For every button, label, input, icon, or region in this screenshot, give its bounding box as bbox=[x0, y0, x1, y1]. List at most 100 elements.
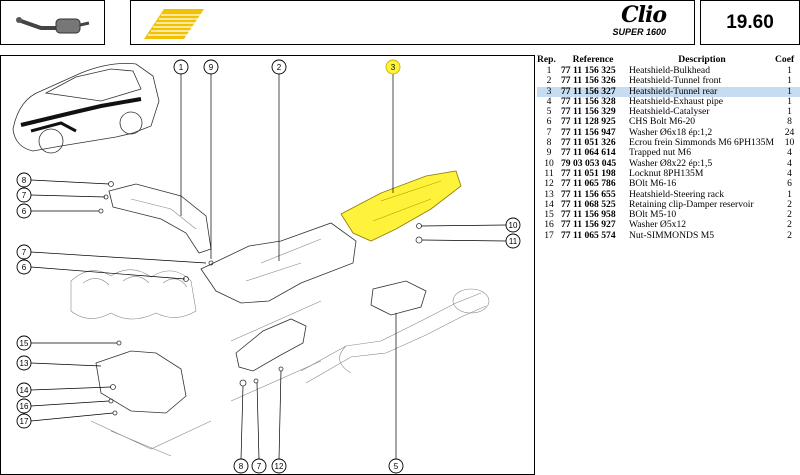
callout-7[interactable]: 7 bbox=[16, 187, 32, 203]
col-reference: Reference bbox=[572, 54, 614, 66]
callout-13[interactable]: 13 bbox=[16, 355, 32, 371]
row-rep: 13 bbox=[544, 188, 554, 200]
row-description: Heatshield-Steering rack bbox=[629, 188, 725, 200]
svg-text:5: 5 bbox=[394, 462, 399, 471]
row-rep: 16 bbox=[544, 219, 554, 231]
heatshield-tunnel-rear[interactable] bbox=[340, 170, 462, 242]
row-rep: 7 bbox=[546, 126, 552, 138]
engine-manifold-outline bbox=[70, 269, 197, 320]
row-coef: 8 bbox=[787, 116, 792, 128]
row-description: Heatshield-Exhaust pipe bbox=[629, 95, 724, 107]
heatshield-exhaust-pipe[interactable] bbox=[235, 318, 307, 372]
row-description: Washer Ø5x12 bbox=[629, 219, 687, 231]
svg-text:14: 14 bbox=[20, 386, 29, 395]
heatshield-bulkhead[interactable] bbox=[108, 183, 212, 254]
row-reference: 77 11 156 655 bbox=[561, 188, 616, 200]
row-reference: 77 11 156 329 bbox=[561, 106, 616, 118]
row-description: Locknut 8PH135M bbox=[629, 167, 704, 179]
row-reference: 77 11 065 786 bbox=[561, 178, 616, 190]
thumbnail-box[interactable] bbox=[0, 0, 105, 45]
callout-17[interactable]: 17 bbox=[16, 413, 32, 429]
heatshield-tunnel-front[interactable] bbox=[200, 222, 357, 304]
fastener-group bbox=[98, 181, 423, 416]
row-coef: 1 bbox=[787, 65, 792, 76]
row-rep: 8 bbox=[546, 137, 552, 149]
callout-9[interactable]: 9 bbox=[203, 59, 219, 75]
row-description: CHS Bolt M6-20 bbox=[629, 116, 696, 128]
callout-15[interactable]: 15 bbox=[16, 335, 32, 351]
renault-sport-stripes-icon bbox=[144, 9, 204, 39]
row-rep: 3 bbox=[537, 86, 561, 97]
callout-7b[interactable]: 7 bbox=[16, 244, 32, 260]
svg-text:2: 2 bbox=[277, 63, 282, 72]
row-reference: 77 11 156 947 bbox=[561, 126, 616, 138]
callout-6b[interactable]: 6 bbox=[16, 259, 32, 275]
svg-text:11: 11 bbox=[509, 237, 518, 246]
exploded-diagram: 1 9 2 3 8 7 6 7 6 15 13 14 16 17 10 11 8… bbox=[0, 55, 535, 475]
row-coef: 1 bbox=[787, 106, 792, 118]
callout-8[interactable]: 8 bbox=[16, 172, 32, 188]
row-rep: 11 bbox=[544, 167, 554, 179]
row-reference: 77 11 068 525 bbox=[561, 198, 616, 210]
row-coef: 6 bbox=[787, 178, 792, 190]
row-reference: 77 11 156 326 bbox=[561, 75, 616, 87]
row-coef: 24 bbox=[784, 126, 795, 138]
svg-text:12: 12 bbox=[275, 462, 284, 471]
callout-11[interactable]: 11 bbox=[505, 233, 521, 249]
row-description: Ecrou frein Simmonds M6 6PH135M bbox=[629, 137, 774, 149]
row-description: Heatshield-Tunnel rear bbox=[625, 86, 775, 97]
row-description: Trapped nut M6 bbox=[629, 147, 692, 159]
callout-16[interactable]: 16 bbox=[16, 398, 32, 414]
row-coef: 1 bbox=[787, 95, 792, 107]
brand-title: Clio bbox=[621, 2, 667, 28]
svg-text:6: 6 bbox=[22, 263, 27, 272]
svg-text:7: 7 bbox=[22, 191, 27, 200]
brand-subtitle: SUPER 1600 bbox=[612, 27, 666, 37]
callout-1[interactable]: 1 bbox=[173, 59, 189, 75]
row-rep: 12 bbox=[544, 178, 554, 190]
row-coef: 4 bbox=[787, 157, 792, 169]
row-description: BOlt M5-10 bbox=[629, 209, 677, 221]
svg-text:8: 8 bbox=[22, 176, 27, 185]
callout-12[interactable]: 12 bbox=[271, 458, 287, 474]
svg-text:13: 13 bbox=[20, 359, 29, 368]
svg-text:6: 6 bbox=[22, 207, 27, 216]
callout-2[interactable]: 2 bbox=[271, 59, 287, 75]
table-row[interactable]: 6 77 11 128 925 CHS Bolt M6-20 8 bbox=[537, 116, 800, 128]
callout-7c[interactable]: 7 bbox=[251, 458, 267, 474]
callout-8b[interactable]: 8 bbox=[233, 458, 249, 474]
callout-5[interactable]: 5 bbox=[388, 458, 404, 474]
row-rep: 17 bbox=[544, 229, 554, 241]
heatshield-steering-rack[interactable] bbox=[95, 350, 187, 414]
heatshield-catalyser[interactable] bbox=[370, 280, 427, 316]
row-reference: 77 11 065 574 bbox=[561, 229, 616, 241]
callout-10[interactable]: 10 bbox=[505, 217, 521, 233]
col-rep: Rep. bbox=[537, 54, 556, 66]
row-coef: 1 bbox=[787, 75, 792, 87]
callout-3-highlighted[interactable]: 3 bbox=[385, 59, 401, 75]
svg-text:7: 7 bbox=[257, 462, 262, 471]
callout-14[interactable]: 14 bbox=[16, 382, 32, 398]
row-reference: 77 11 128 925 bbox=[561, 116, 616, 128]
row-rep: 6 bbox=[546, 116, 552, 128]
table-header: Rep. Reference Description Coef bbox=[537, 55, 800, 66]
callout-6[interactable]: 6 bbox=[16, 203, 32, 219]
